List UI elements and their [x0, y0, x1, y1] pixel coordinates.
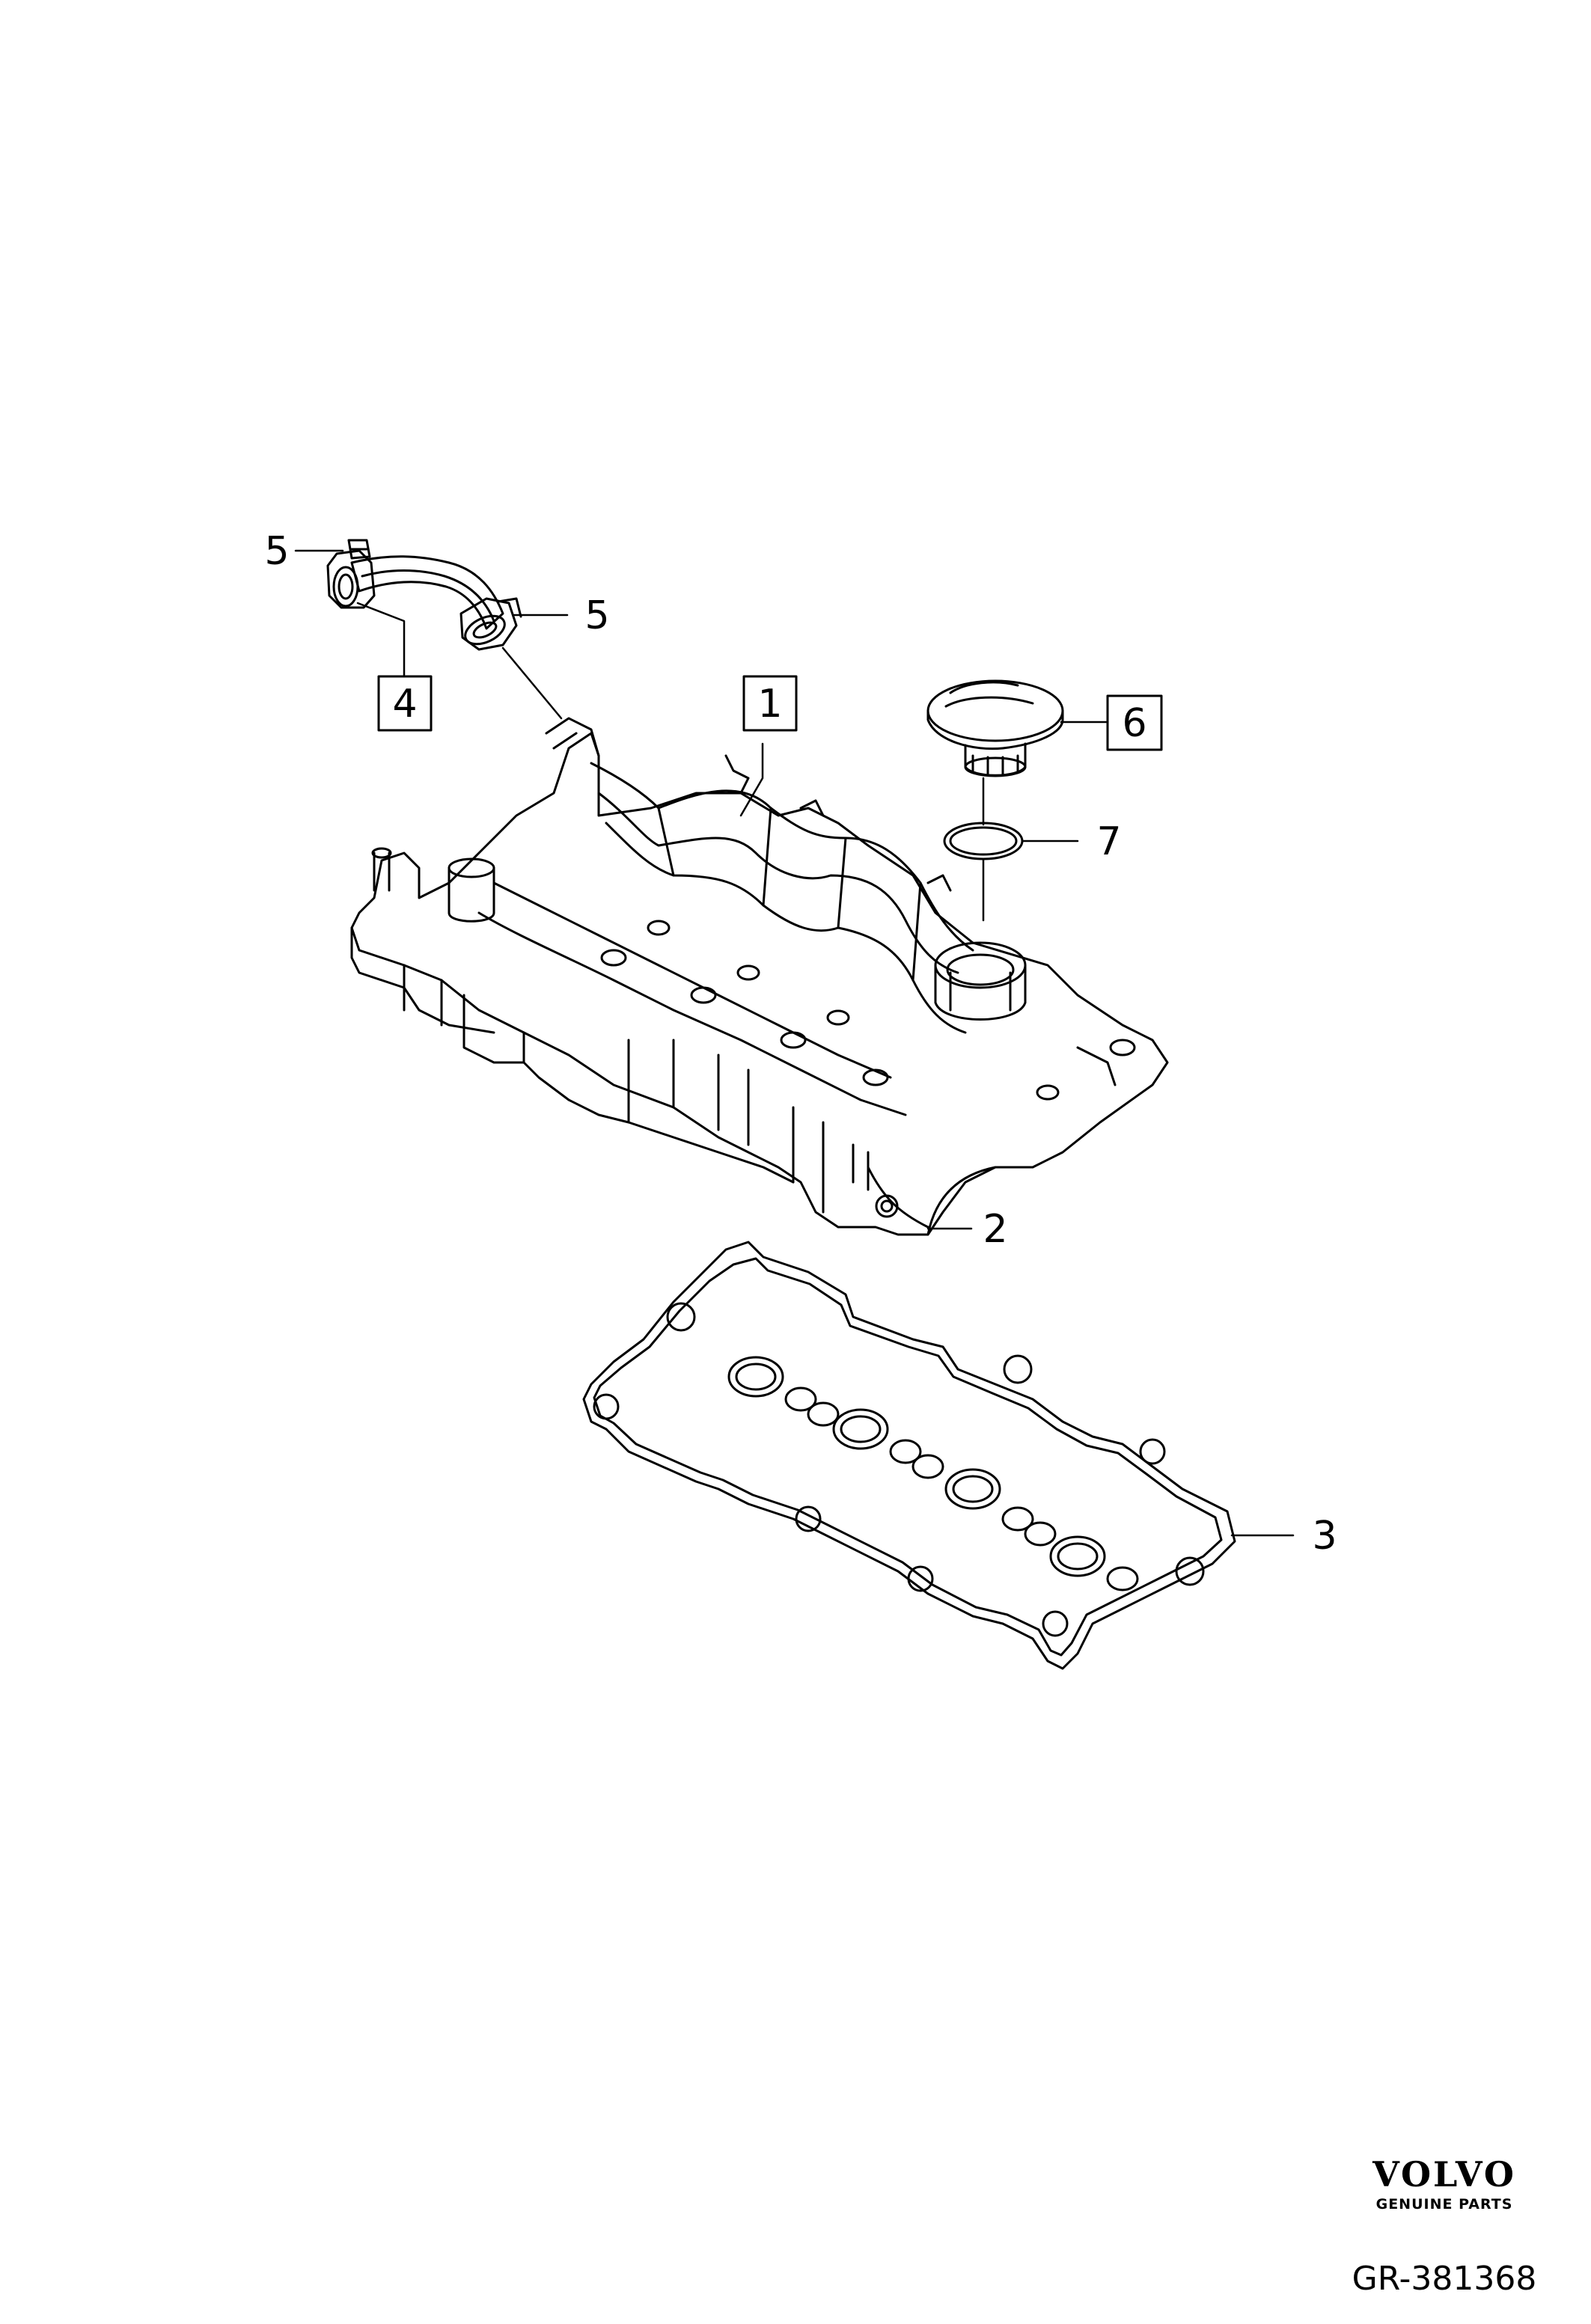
callout-boxes	[377, 675, 1163, 751]
callout-3: 3	[1312, 1514, 1337, 1559]
callout-6: 6	[1122, 701, 1146, 746]
valve-cover	[350, 717, 1169, 1236]
callout-2: 2	[983, 1207, 1007, 1252]
diagram-reference-number: GR-381368	[1352, 2260, 1537, 2298]
callout-4: 4	[392, 682, 417, 727]
callout-5-left: 5	[264, 529, 289, 574]
callout-box-1	[742, 675, 798, 732]
callout-5-right: 5	[584, 593, 609, 638]
brand-name: VOLVO	[1372, 2154, 1516, 2195]
valve-cover-gasket	[582, 1241, 1236, 1670]
o-ring-seal	[943, 822, 1024, 860]
brand-tagline: GENUINE PARTS	[1375, 2196, 1513, 2213]
oil-filler-cap	[926, 679, 1064, 777]
callout-box-6	[1106, 694, 1163, 751]
leader-lines	[294, 549, 1295, 1537]
callout-1: 1	[757, 682, 782, 727]
callout-7: 7	[1096, 819, 1121, 864]
callout-box-4	[377, 675, 433, 732]
callout-labels: 1 2 3 4 5 5 6 7	[264, 529, 1337, 1559]
breather-hose	[326, 539, 522, 651]
volvo-logo: VOLVO GENUINE PARTS	[1347, 2155, 1542, 2213]
